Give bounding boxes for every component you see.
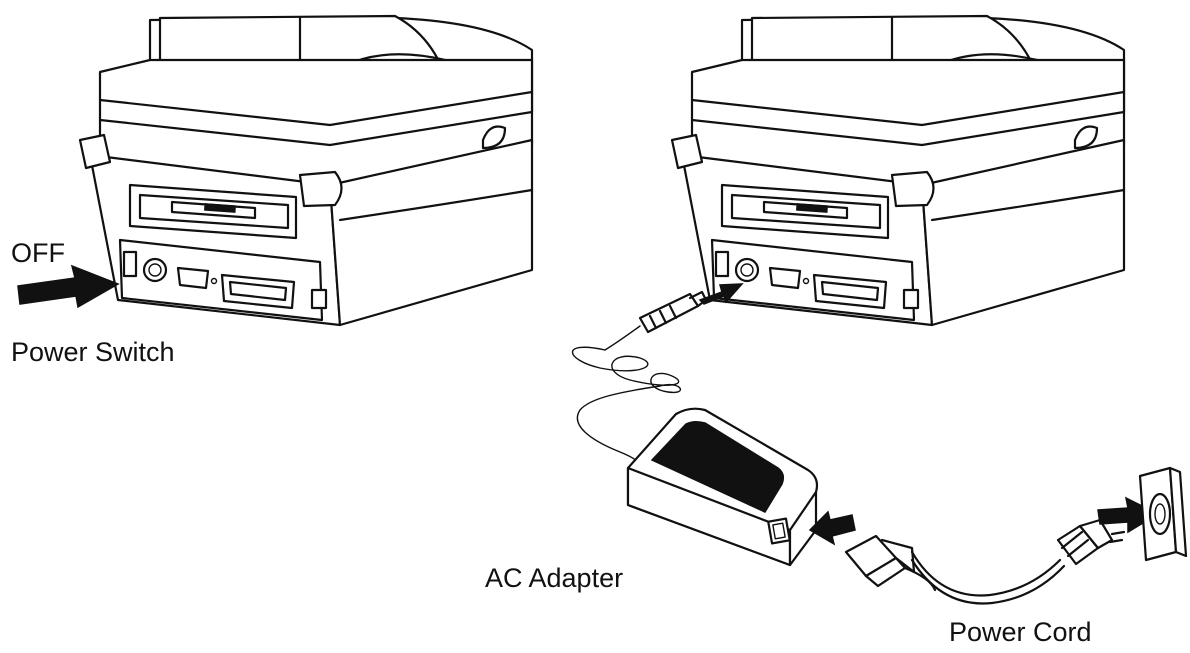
- wall-outlet: [1140, 468, 1186, 560]
- off-label: OFF: [11, 240, 65, 267]
- printer-left: [80, 16, 532, 325]
- ac-adapter: [628, 409, 817, 565]
- printer-right: [672, 16, 1124, 325]
- power-switch-label: Power Switch: [11, 339, 175, 366]
- ac-adapter-label: AC Adapter: [485, 565, 623, 592]
- dc-plug: [605, 292, 706, 350]
- power-cord: [846, 520, 1124, 603]
- arrow-icon: [18, 266, 118, 307]
- power-cord-label: Power Cord: [949, 619, 1092, 646]
